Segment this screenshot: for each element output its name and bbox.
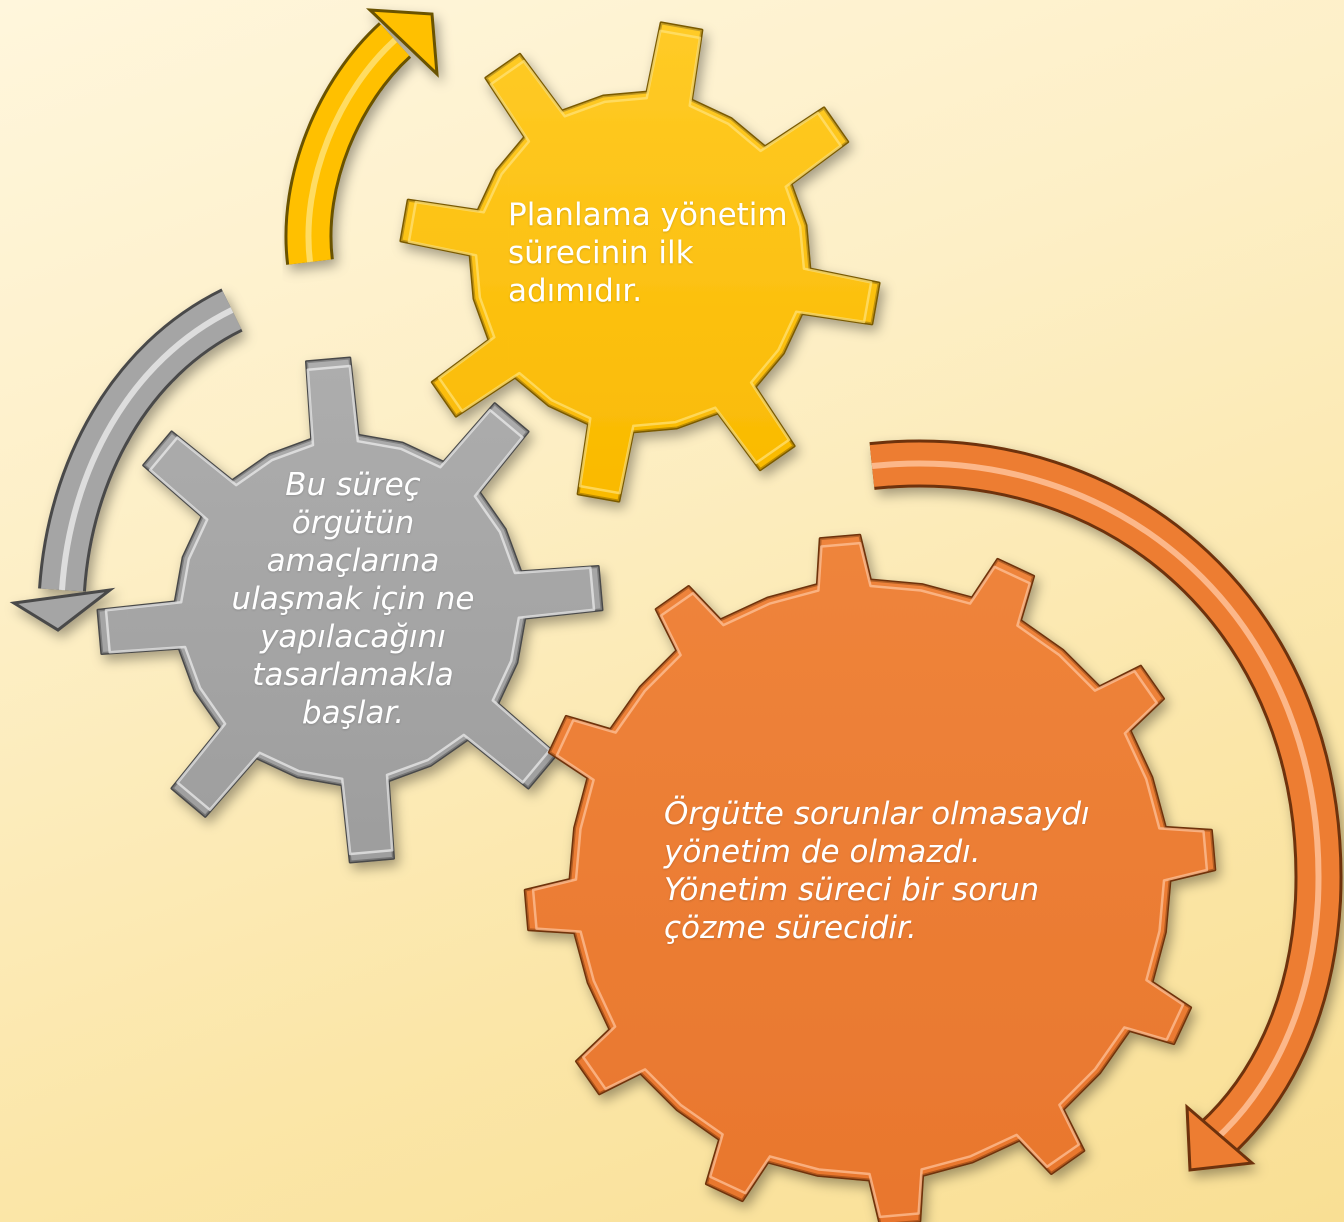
gear-yellow-shine: [400, 22, 880, 502]
gear-yellow: [399, 21, 881, 503]
gear-gray-text: Bu süreç örgütün amaçlarına ulaşmak için…: [231, 467, 475, 731]
gear-gray: [96, 356, 604, 864]
cycle-arrow-orange: [869, 439, 1343, 1172]
cycle-arrow-gray: [9, 288, 243, 632]
gear-yellow-bevel: [407, 29, 873, 495]
gear-orange-bevel: [531, 541, 1209, 1219]
gear-orange-text: Örgütte sorunlar olmasaydı yönetim de ol…: [664, 796, 1090, 946]
gear-orange-shine: [525, 535, 1215, 1222]
gear-orange: [523, 533, 1217, 1222]
gear-gray-shine: [98, 358, 602, 862]
gear-gray-bevel: [104, 364, 596, 856]
cycle-arrow-yellow: [284, 8, 439, 265]
gear-yellow-text: Planlama yönetim sürecinin ilk adımıdır.: [508, 197, 788, 309]
